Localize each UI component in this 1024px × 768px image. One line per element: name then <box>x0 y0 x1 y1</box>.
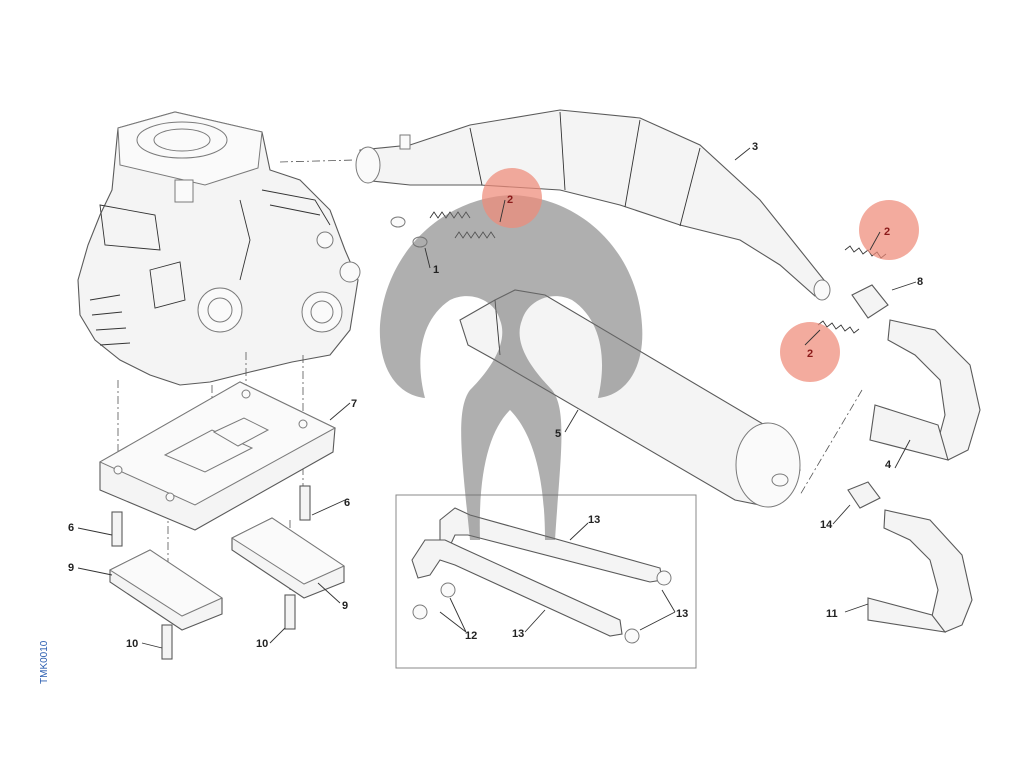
callout-9b: 9 <box>342 600 348 612</box>
callout-6a: 6 <box>68 522 74 534</box>
callout-1: 1 <box>433 264 439 276</box>
callout-6b: 6 <box>344 497 350 509</box>
callout-13a: 13 <box>588 514 600 526</box>
callout-11: 11 <box>826 608 838 620</box>
callout-14: 14 <box>820 519 833 531</box>
bushing-and-lower-pipe <box>847 481 973 633</box>
callout-2a: 2 <box>507 194 513 206</box>
leader-lines <box>77 147 917 649</box>
studs-and-blocks <box>108 485 346 660</box>
callout-13c: 13 <box>676 608 688 620</box>
mounting-plate <box>98 381 337 531</box>
callout-2c: 2 <box>807 348 813 360</box>
muffler <box>459 289 801 508</box>
highlight-circle-2a <box>482 168 542 228</box>
callout-9a: 9 <box>68 562 74 574</box>
drawing-code: TMK0010 <box>39 640 50 684</box>
engine-block <box>77 111 361 386</box>
callout-8: 8 <box>917 276 923 288</box>
callout-4: 4 <box>885 459 892 471</box>
callout-7: 7 <box>351 398 357 410</box>
highlight-circle-2b <box>859 200 919 260</box>
callout-2b: 2 <box>884 226 890 238</box>
callout-labels: 1 2 2 2 3 4 5 6 6 7 8 9 9 10 10 11 12 13… <box>68 141 923 650</box>
highlight-circle-2c <box>780 322 840 382</box>
callout-10b: 10 <box>256 638 268 650</box>
exhaust-pipe <box>355 109 831 301</box>
callout-10a: 10 <box>126 638 138 650</box>
connector-and-bend-pipe <box>851 284 981 461</box>
callout-13b: 13 <box>512 628 524 640</box>
hose-box <box>395 494 697 669</box>
highlight-markers <box>482 168 919 382</box>
callout-5: 5 <box>555 428 561 440</box>
callout-3: 3 <box>752 141 758 153</box>
watermark-logo <box>379 195 643 540</box>
callout-12: 12 <box>465 630 477 642</box>
